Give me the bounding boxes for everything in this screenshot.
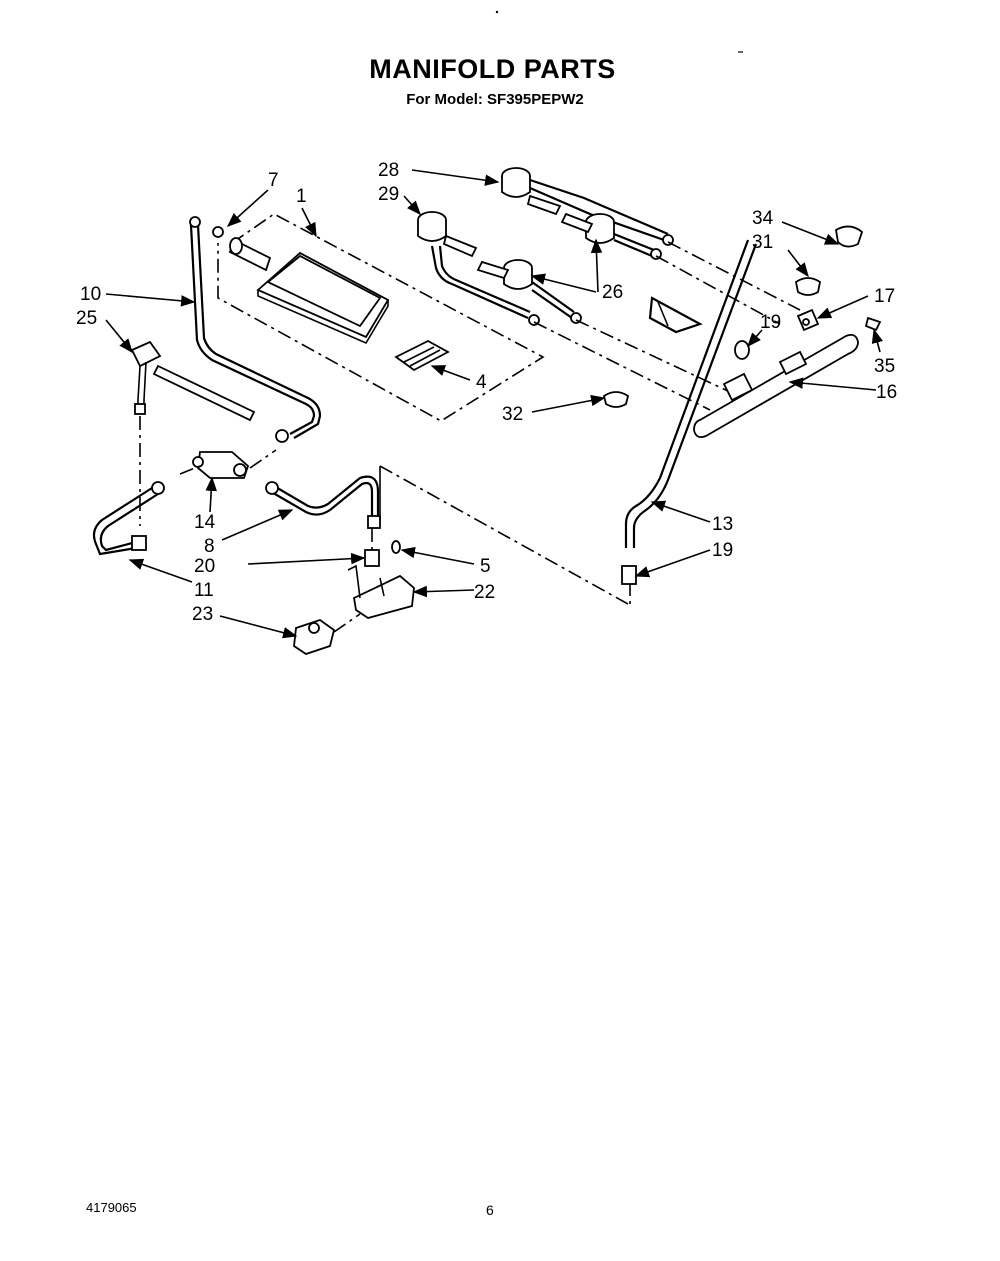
callout-19-upper: 19 — [760, 312, 781, 333]
gas-tube-13 — [624, 239, 758, 604]
callout-5: 5 — [480, 556, 491, 577]
callout-10: 10 — [80, 284, 101, 305]
callout-31: 31 — [752, 232, 773, 253]
callout-8: 8 — [204, 536, 215, 557]
callout-22: 22 — [474, 582, 495, 603]
callout-4: 4 — [476, 372, 487, 393]
oven-burner-group — [217, 213, 545, 422]
callout-labels: 7 1 28 29 34 31 17 10 25 26 19 35 16 4 3… — [76, 160, 897, 625]
gas-tube-8 — [265, 475, 381, 529]
regulator-14 — [179, 449, 277, 479]
callout-1: 1 — [296, 186, 307, 207]
top-burner-29 — [417, 211, 540, 326]
part-number: 4179065 — [86, 1200, 137, 1215]
page-title: MANIFOLD PARTS — [369, 54, 616, 84]
valve-assembly — [293, 528, 415, 655]
callout-20: 20 — [194, 556, 215, 577]
igniter-and-pilot — [92, 340, 256, 556]
callout-14: 14 — [194, 512, 216, 533]
callout-26: 26 — [602, 282, 623, 303]
panel-outline — [379, 465, 629, 605]
page-number: 6 — [486, 1202, 494, 1218]
callout-34: 34 — [752, 208, 774, 229]
callout-16: 16 — [876, 382, 897, 403]
callout-32: 32 — [502, 404, 523, 425]
callout-17: 17 — [874, 286, 895, 307]
model-subtitle: For Model: SF395PEPW2 — [406, 91, 584, 108]
callout-11: 11 — [194, 580, 214, 601]
top-burner-28 — [501, 167, 674, 246]
callout-7: 7 — [268, 170, 279, 191]
gas-tube-10 — [189, 216, 322, 443]
manifold-16 — [693, 333, 859, 439]
callout-19-lower: 19 — [712, 540, 733, 561]
callout-35: 35 — [874, 356, 895, 377]
callout-25: 25 — [76, 308, 97, 329]
callout-23: 23 — [192, 604, 213, 625]
callout-13: 13 — [712, 514, 733, 535]
top-burner-26-rear — [560, 212, 662, 260]
callout-28: 28 — [378, 160, 399, 181]
top-burner-26-front — [476, 259, 582, 324]
small-parts-right — [602, 225, 882, 585]
callout-leaders — [105, 169, 883, 639]
callout-29: 29 — [378, 184, 399, 205]
